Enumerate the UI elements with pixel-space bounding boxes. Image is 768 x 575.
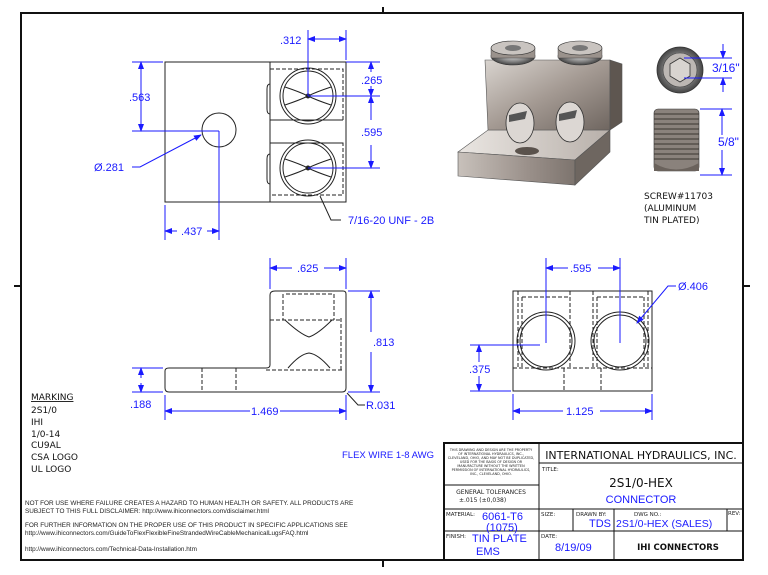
material-code: (1075) — [486, 522, 518, 534]
drawing-title: 2S1/0-HEX — [609, 476, 673, 490]
top-view — [164, 61, 347, 203]
drawing-subtitle: CONNECTOR — [606, 494, 677, 506]
marking-line: IHI — [31, 418, 43, 428]
dim-dia-406: Ø.406 — [678, 281, 708, 293]
dim-1125: 1.125 — [566, 406, 594, 418]
dim-screw-hex: 3/16" — [712, 61, 740, 75]
dim-screw-length: 5/8" — [718, 135, 739, 149]
marking-line: 2S1/0 — [31, 406, 57, 416]
rev-label: REV: — [728, 511, 741, 517]
finish-value: TIN PLATE — [472, 533, 527, 545]
size-label: SIZE: — [541, 512, 555, 518]
side-view-dimension-labels: .625 .813 .188 1.469 R.031 — [130, 263, 395, 418]
dim-625: .625 — [297, 263, 318, 275]
svg-text:INC., CLEVELAND, OHIO.: INC., CLEVELAND, OHIO. — [470, 472, 511, 476]
dim-radius: R.031 — [366, 400, 395, 412]
thread-callout: 7/16-20 UNF - 2B — [348, 215, 434, 227]
dim-265: .265 — [361, 75, 382, 87]
drawn-by-label: DRAWN BY: — [576, 512, 607, 518]
date-label: DATE: — [541, 534, 557, 540]
dwg-no-label: DWG NO.: — [634, 512, 662, 518]
screw-dimensions — [684, 44, 732, 176]
finish-value-2: EMS — [476, 546, 500, 558]
dwg-no-value: 2S1/0-HEX (SALES) — [616, 518, 712, 530]
installation-link[interactable]: http://www.ihiconnectors.com/Technical-D… — [25, 546, 197, 553]
property-notice: THIS DRAWING AND DESIGN ARE THE PROPERTY… — [448, 448, 534, 476]
flex-wire-note: FLEX WIRE 1-8 AWG — [342, 450, 434, 461]
tolerances-value: ±.015 (±0,038) — [459, 497, 506, 504]
drawn-by-value: TDS — [589, 518, 611, 530]
title-label: TITLE: — [541, 467, 559, 473]
marking-line: UL LOGO — [31, 465, 71, 475]
tolerances-label: GENERAL TOLERANCES — [456, 489, 526, 496]
screw-label: SCREW#11703 (ALUMINUM TIN PLATED) — [643, 192, 713, 226]
screw-label-line: SCREW#11703 — [644, 192, 713, 202]
svg-text:CLEVELAND, OHIO, AND MAY NOT B: CLEVELAND, OHIO, AND MAY NOT BE DUPLICAT… — [448, 456, 534, 460]
dim-front-595: .595 — [570, 263, 591, 275]
finish-label: FINISH: — [446, 534, 466, 540]
side-view-dimensions — [132, 258, 380, 420]
dim-375: .375 — [469, 364, 490, 376]
svg-text:MANUFACTURE WITHOUT THE WRITTE: MANUFACTURE WITHOUT THE WRITTEN — [457, 464, 525, 468]
top-view-dimension-labels: .312 .563 .265 .595 Ø.281 .437 7/16-20 U… — [94, 35, 434, 238]
dim-312: .312 — [280, 35, 301, 47]
title-block — [443, 442, 744, 561]
marking-heading: MARKING — [31, 393, 73, 403]
svg-text:PERMISSION OF INTERNATIONAL HY: PERMISSION OF INTERNATIONAL HYDRAULICS, — [452, 468, 531, 472]
top-view-dimensions — [132, 30, 380, 240]
side-view — [164, 290, 347, 393]
marking-line: 1/0-14 — [31, 430, 60, 440]
front-view-dimensions — [470, 258, 676, 420]
faq-link[interactable]: http://www.ihiconnectors.com/GuideToFlex… — [25, 530, 308, 537]
dim-437: .437 — [181, 226, 202, 238]
disclaimer-link[interactable]: SUBJECT TO THIS FULL DISCLAIMER: http://… — [25, 508, 269, 515]
screw-label-line: TIN PLATED) — [643, 216, 699, 226]
svg-text:THIS DRAWING AND DESIGN ARE TH: THIS DRAWING AND DESIGN ARE THE PROPERTY — [449, 448, 533, 452]
material-label: MATERIAL: — [446, 512, 475, 518]
material-value: 6061-T6 — [482, 511, 523, 523]
dim-1469: 1.469 — [251, 406, 279, 418]
screw-label-line: (ALUMINUM — [644, 204, 696, 214]
disclaimer-line: FOR FURTHER INFORMATION ON THE PROPER US… — [25, 522, 348, 529]
date-value: 8/19/09 — [555, 542, 592, 554]
dim-563: .563 — [129, 92, 150, 104]
company-name: INTERNATIONAL HYDRAULICS, INC. — [545, 449, 737, 462]
ihi-logo: IHI CONNECTORS — [637, 543, 719, 553]
svg-text:OF INTERNATIONAL HYDRAULICS, I: OF INTERNATIONAL HYDRAULICS, INC., — [458, 452, 524, 456]
marking-notes: MARKING 2S1/0 IHI 1/0-14 CU9AL CSA LOGO … — [31, 393, 78, 475]
sheet-border — [14, 7, 750, 567]
front-view-dimension-labels: .595 Ø.406 .375 1.125 — [469, 263, 708, 418]
front-view — [512, 290, 653, 392]
disclaimer-line: NOT FOR USE WHERE FAILURE CREATES A HAZA… — [25, 500, 353, 507]
svg-text:USED FOR THE BASIS OF DESIGN O: USED FOR THE BASIS OF DESIGN OR — [460, 460, 523, 464]
dim-813: .813 — [373, 337, 394, 349]
dim-dia-281: Ø.281 — [94, 162, 124, 174]
marking-line: CU9AL — [31, 441, 61, 451]
connector-3d-render — [457, 40, 623, 186]
dim-188: .188 — [130, 399, 151, 411]
disclaimer: NOT FOR USE WHERE FAILURE CREATES A HAZA… — [25, 500, 353, 553]
dim-595: .595 — [361, 127, 382, 139]
screw-detail — [653, 46, 704, 172]
marking-line: CSA LOGO — [31, 453, 78, 463]
